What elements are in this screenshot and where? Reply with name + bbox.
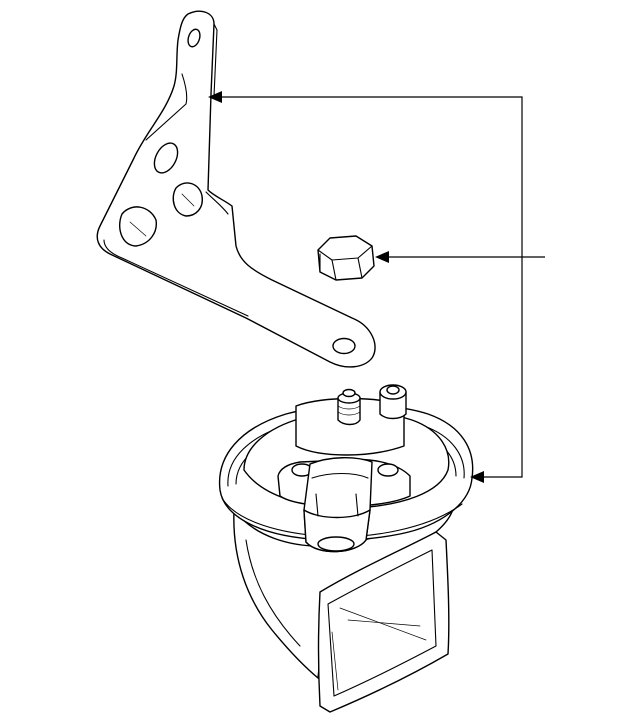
electrical-connector[interactable] — [303, 457, 373, 553]
arrow-to-nut — [375, 251, 389, 263]
hex-nut[interactable] — [317, 235, 375, 281]
terminal-post-left — [337, 388, 361, 426]
arrow-to-horn — [470, 471, 484, 483]
mounting-bracket[interactable] — [96, 10, 376, 368]
leader-line-bracket-horn — [218, 96, 523, 478]
arrow-to-bracket — [208, 91, 222, 103]
horn[interactable] — [218, 384, 474, 713]
terminal-post-right — [379, 384, 407, 420]
callout-leaders — [208, 91, 545, 483]
